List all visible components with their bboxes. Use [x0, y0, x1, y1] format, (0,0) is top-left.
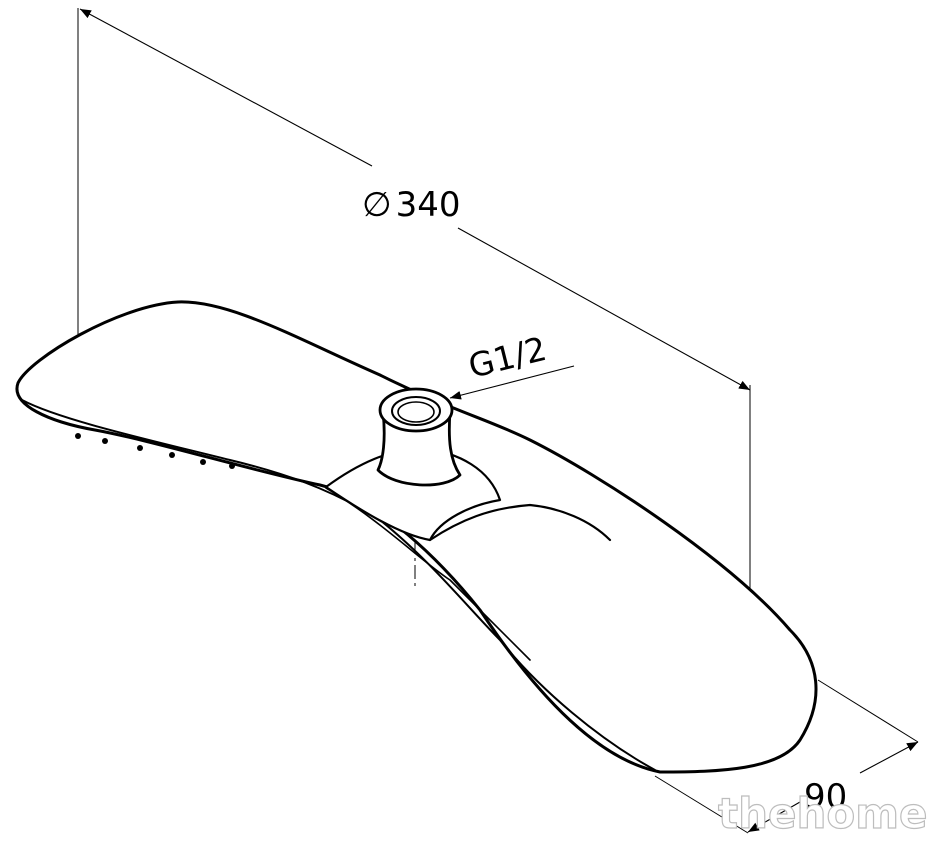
- diameter-dim-line-upper: [79, 8, 373, 167]
- watermark-text: thehome: [718, 789, 927, 838]
- depth-dim-line-upper: [859, 741, 919, 774]
- depth-label: 90: [804, 777, 847, 817]
- extension-line-depth-top: [817, 679, 919, 743]
- diameter-dimension: [79, 8, 751, 391]
- connector-pipe-bore: [397, 401, 435, 423]
- thread-label: G1/2: [465, 329, 551, 386]
- shower-head-edge-inner: [325, 487, 531, 661]
- diameter-dim-line-lower: [457, 227, 751, 391]
- diameter-value: 340: [396, 185, 461, 225]
- depth-dimension: [747, 741, 919, 833]
- connector-pipe-body: [376, 410, 462, 487]
- nozzle: [200, 459, 206, 465]
- nozzle: [169, 452, 175, 458]
- diameter-label: ∅340: [362, 185, 461, 225]
- nozzle: [137, 445, 143, 451]
- spray-nozzles: [75, 433, 235, 469]
- shower-head-body: [15, 300, 818, 774]
- extension-line-depth-bottom: [654, 775, 749, 834]
- nozzle: [75, 433, 81, 439]
- connector-pipe: [376, 387, 462, 487]
- hub-band: [428, 503, 612, 542]
- nozzle: [102, 438, 108, 444]
- depth-dim-line-lower: [747, 801, 801, 833]
- nozzle: [229, 463, 235, 469]
- thread-leader-line: [449, 365, 575, 400]
- diameter-symbol: ∅: [362, 185, 392, 225]
